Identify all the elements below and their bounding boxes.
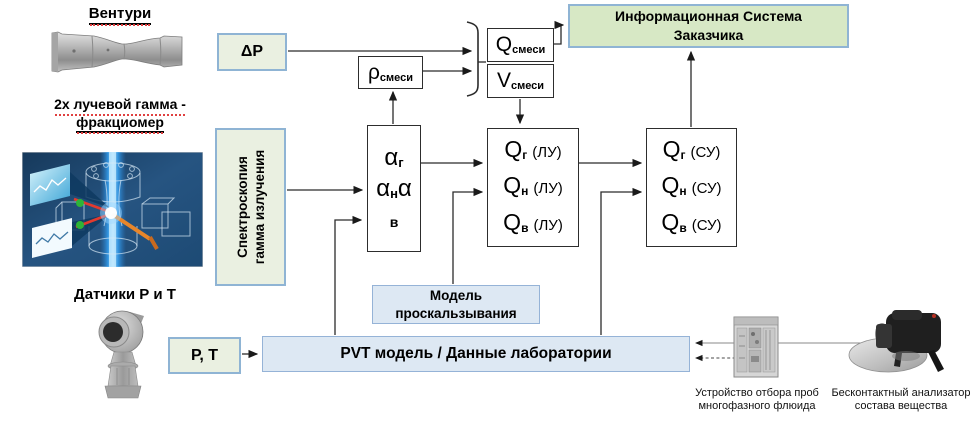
venturi-label: Вентури (40, 5, 200, 26)
q-mix-main: Q (495, 33, 513, 56)
v-mix-sub: смеси (510, 80, 545, 92)
analyzer-image (848, 310, 944, 373)
pt-sensors-label: Датчики Р и Т (74, 286, 176, 303)
info-system-label: Информационная Система Заказчика (615, 8, 802, 43)
gamma-fractiometer-label: 2х лучевой гамма - фракциомер (25, 95, 215, 134)
rho-mix-sub: смеси (379, 71, 414, 84)
delta-p-label: ΔР (240, 43, 264, 60)
gamma-fractiometer-image (22, 152, 203, 267)
alpha-g-main: α (384, 143, 399, 171)
alpha-g-sub: г (398, 154, 404, 170)
alpha-n-main: α (376, 174, 391, 202)
venturi-image (51, 31, 183, 73)
analyzer-label: Бесконтактный анализатор состава веществ… (831, 387, 971, 412)
v-mix-main: V (496, 69, 511, 92)
sampler-label: Устройство отбора проб многофазного флюи… (695, 387, 819, 412)
rho-mix-main: ρ (367, 60, 380, 84)
alpha-n-sub: н (390, 185, 398, 201)
slip-model-label: Модель проскальзывания (395, 287, 517, 321)
spectroscopy-label: Спектроскопия гамма излучения (234, 149, 267, 265)
q-mix-sub: смеси (512, 44, 546, 56)
pt-sensor-image (98, 310, 144, 399)
p-t-label: Р, Т (190, 346, 219, 364)
pvt-model-box: PVT модель / Данные лаборатории (262, 336, 690, 372)
alpha-v-main: α (397, 174, 412, 202)
delta-p-box: ΔР (217, 33, 287, 71)
slip-model-box: Модель проскальзывания (372, 285, 540, 324)
info-system-box: Информационная Система Заказчика (568, 4, 849, 48)
alpha-v-sub: в (389, 213, 399, 230)
pvt-model-label: PVT модель / Данные лаборатории (340, 345, 612, 362)
spectroscopy-box: Спектроскопия гамма излучения (215, 128, 286, 286)
sampler-image (733, 316, 779, 378)
p-t-box: Р, Т (168, 337, 241, 374)
